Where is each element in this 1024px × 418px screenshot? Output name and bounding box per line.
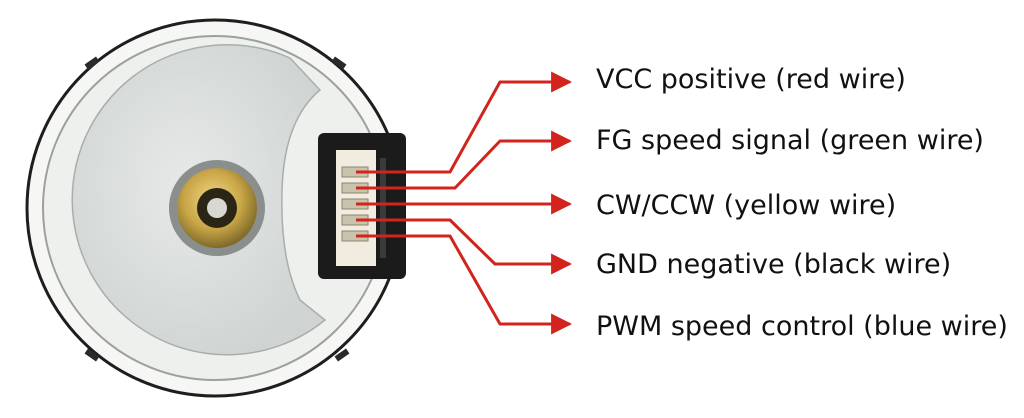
label-pwm-speed-control: PWM speed control (blue wire) — [596, 311, 1008, 342]
motor — [25, 18, 406, 398]
label-gnd-negative: GND negative (black wire) — [596, 249, 952, 280]
arrow-pwm-speed-control — [356, 234, 573, 335]
arrow-fg-speed-signal — [356, 130, 573, 190]
label-cw-ccw: CW/CCW (yellow wire) — [596, 190, 897, 221]
label-vcc-positive: VCC positive (red wire) — [596, 64, 906, 95]
leader-arrows — [356, 71, 573, 335]
label-fg-speed-signal: FG speed signal (green wire) — [596, 125, 984, 156]
arrow-gnd-negative — [356, 218, 573, 275]
arrow-vcc-positive — [356, 71, 573, 174]
shaft — [169, 160, 265, 256]
wire-connector — [318, 133, 406, 279]
